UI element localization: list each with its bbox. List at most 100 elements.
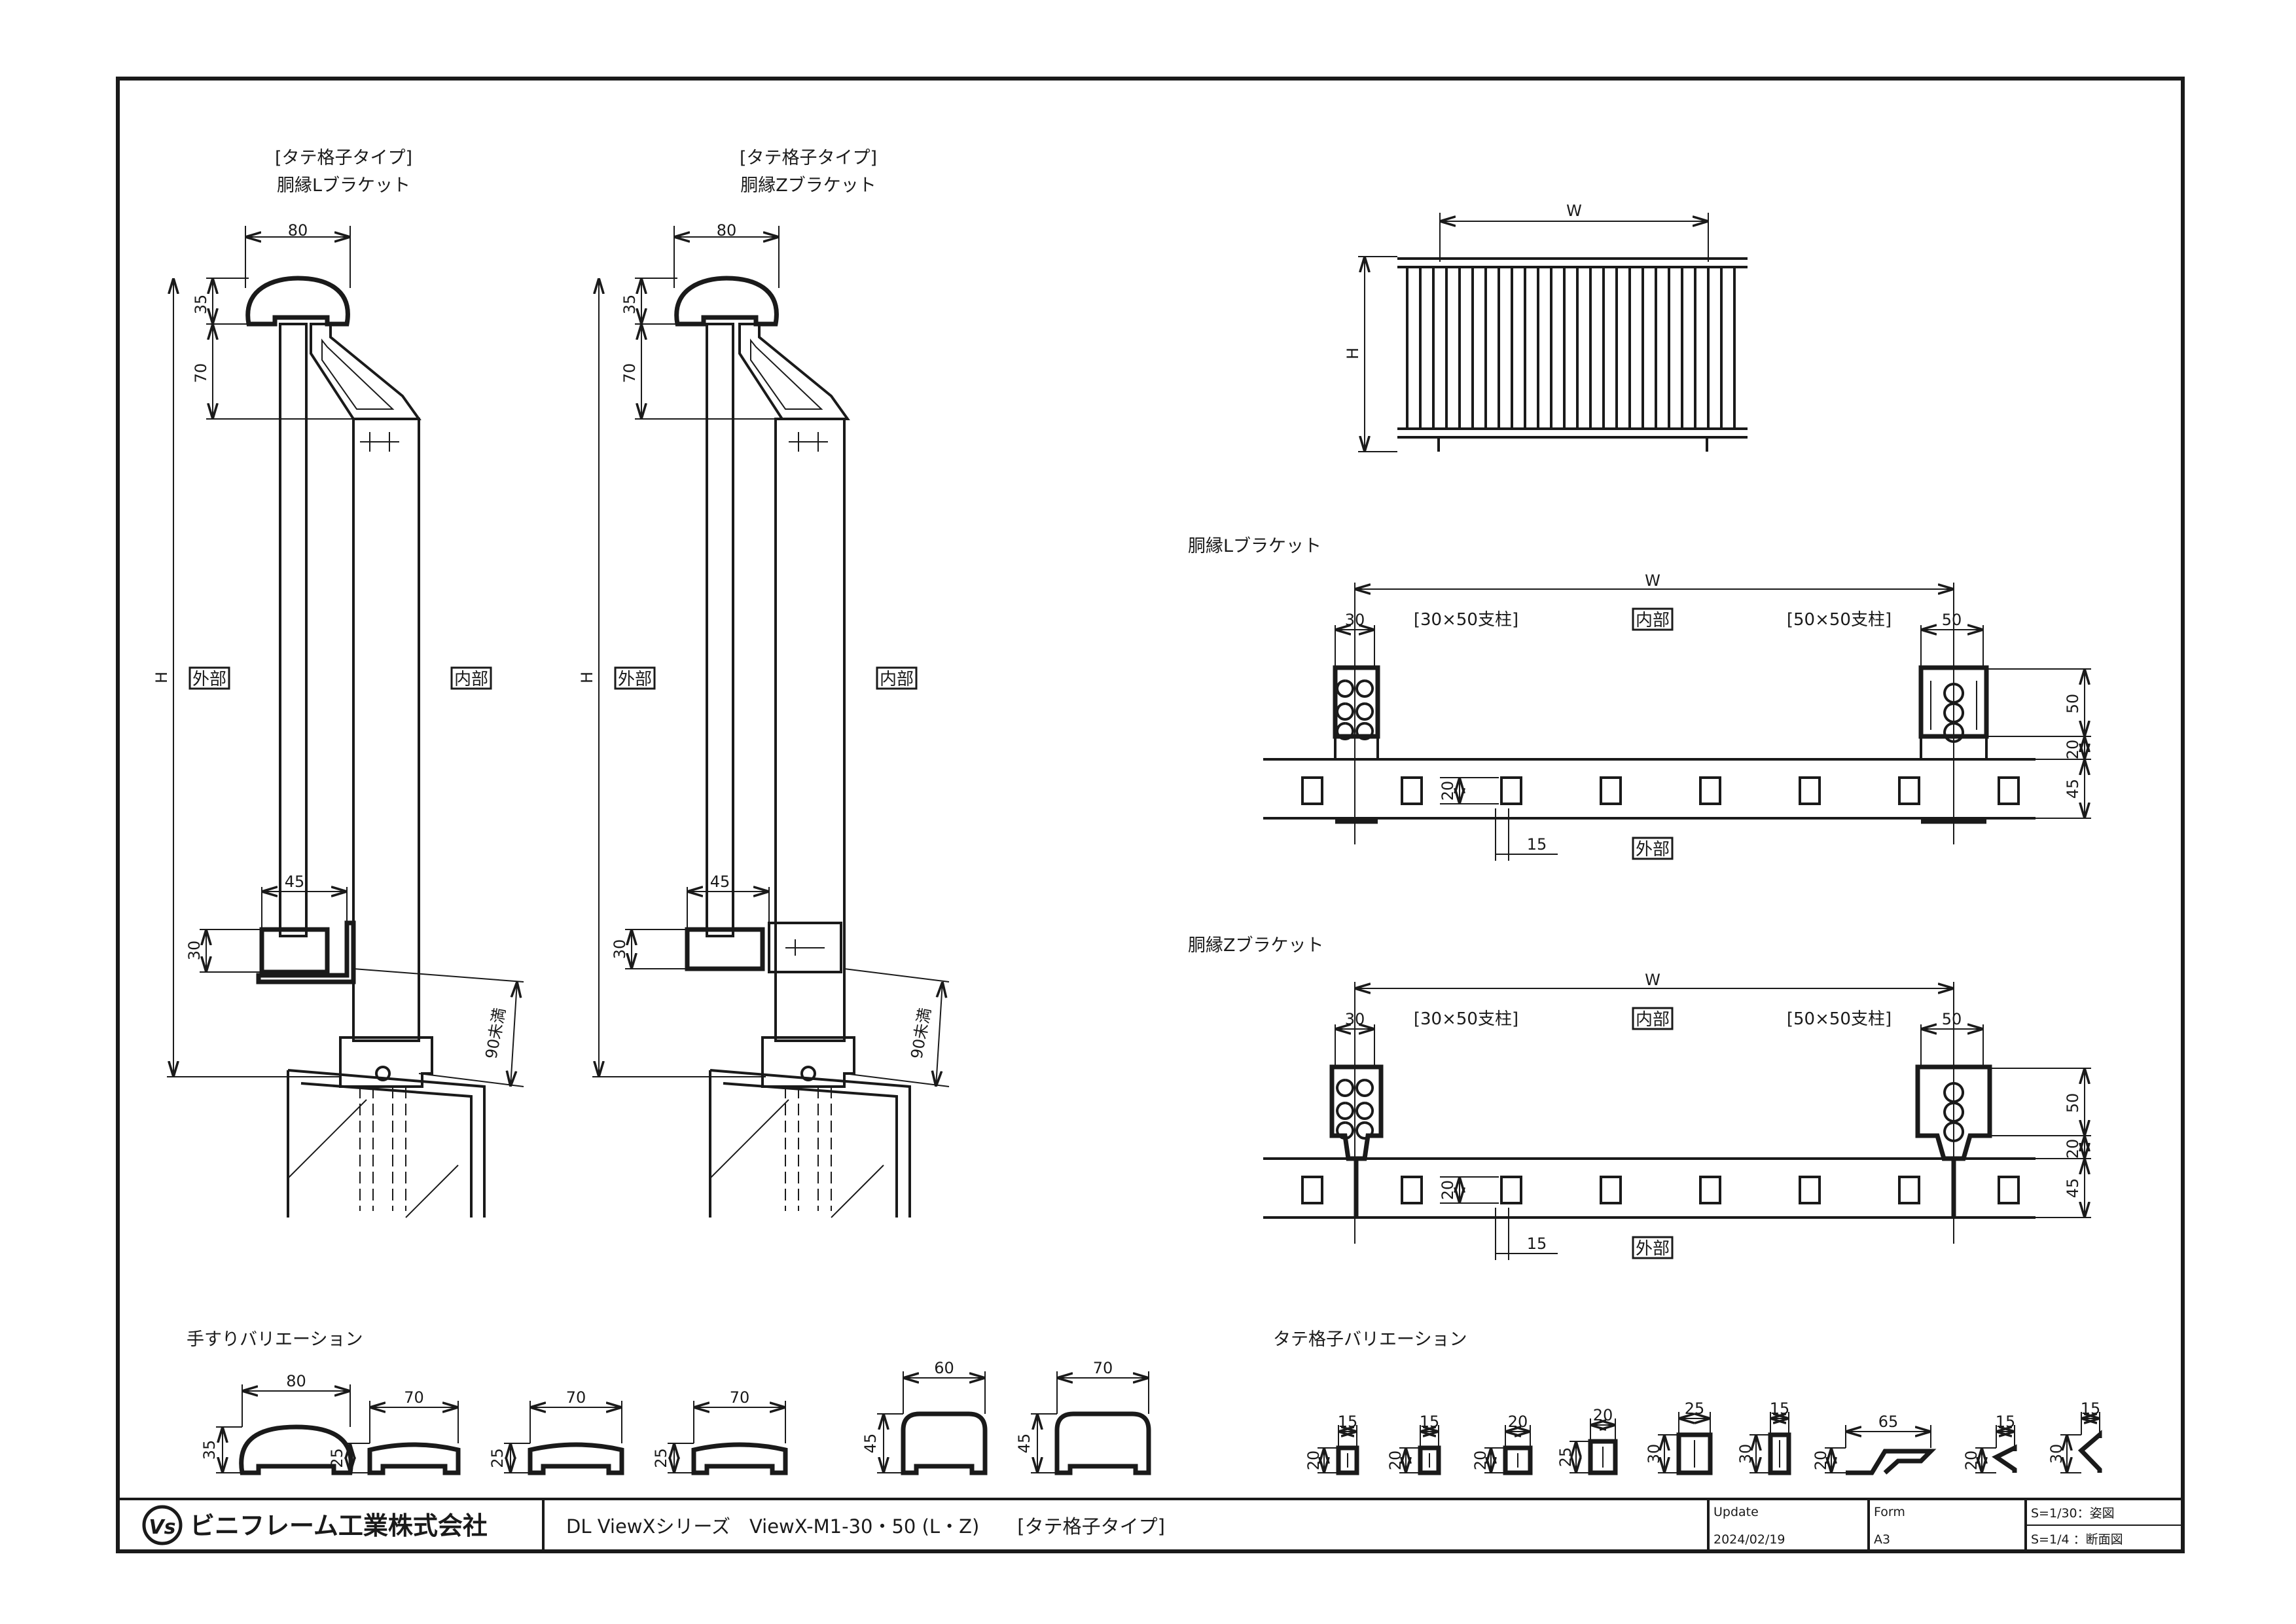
handrail-dim-w: 80 bbox=[286, 1372, 306, 1390]
handrail-variation-title: 手すりバリエーション bbox=[187, 1329, 363, 1350]
svg-text:Vs: Vs bbox=[149, 1516, 175, 1539]
handrail-dim-w: 60 bbox=[934, 1359, 954, 1377]
lattice-dim-w: 15 bbox=[2081, 1399, 2101, 1418]
product-name: DL ViewXシリーズ ViewX-M1-30・50 (L・Z) [タテ格子タ… bbox=[566, 1515, 1165, 1538]
plan-z-bracket: 胴縁Zブラケット W 30 50 [30×50支柱] [50×50支柱] 内部 … bbox=[1188, 935, 2091, 1260]
elev-l-dim-35: 35 bbox=[192, 295, 210, 315]
plan-l-inside: 内部 bbox=[1636, 611, 1670, 630]
lattice-dim-w: 65 bbox=[1878, 1413, 1899, 1431]
handrail-dim-h: 25 bbox=[652, 1448, 670, 1468]
plan-l-dim-20: 20 bbox=[1439, 781, 1457, 801]
company-name: ビニフレーム工業株式会社 bbox=[190, 1511, 488, 1540]
lattice-square bbox=[1600, 1176, 1622, 1204]
elev-l-dim-30: 30 bbox=[185, 941, 204, 961]
handrail-profile: 70 25 bbox=[652, 1388, 788, 1475]
lattice-variation-title: タテ格子バリエーション bbox=[1273, 1329, 1467, 1350]
plan-l-bracket: 胴縁Lブラケット W 30 50 [30×50支柱] [50×50支柱] 内部 bbox=[1188, 536, 2091, 861]
plan-l-dim-w: W bbox=[1645, 571, 1660, 590]
front-lattice-bars bbox=[1406, 267, 1736, 429]
elev-z-dim-35: 35 bbox=[620, 295, 639, 315]
lattice-dim-w: 15 bbox=[1996, 1413, 2016, 1431]
handrail-dim-w: 70 bbox=[404, 1388, 424, 1407]
lattice-dim-w: 15 bbox=[1420, 1413, 1440, 1431]
handrail-dim-w: 70 bbox=[730, 1388, 750, 1407]
lattice-dim-h: 20 bbox=[1386, 1451, 1405, 1471]
plan-l-dim-15: 15 bbox=[1527, 835, 1547, 854]
elev-l-inside: 内部 bbox=[454, 670, 488, 689]
elev-z-outside: 外部 bbox=[618, 670, 652, 689]
lattice-dim-h: 30 bbox=[1645, 1444, 1663, 1464]
elev-l-dim-70: 70 bbox=[192, 363, 210, 384]
lattice-square bbox=[1500, 776, 1522, 805]
elev-z-dim-30: 30 bbox=[611, 939, 629, 960]
elev-l-dim-90: 90未満 bbox=[482, 1007, 509, 1060]
plan-z-outside: 外部 bbox=[1636, 1239, 1670, 1259]
lattice-dim-h: 20 bbox=[1962, 1451, 1981, 1471]
lattice-square bbox=[1998, 776, 2020, 805]
front-dim-w: W bbox=[1566, 202, 1582, 220]
plan-z-dim-30: 30 bbox=[1345, 1010, 1365, 1028]
elevation-z-bracket: [タテ格子タイプ] 胴縁Zブラケット 80 35 70 H 外部 内部 45 bbox=[578, 148, 950, 1218]
handrail-dim-h: 35 bbox=[200, 1440, 219, 1460]
lattice-square bbox=[1799, 1176, 1821, 1204]
lattice-dim-h: 20 bbox=[1471, 1451, 1490, 1471]
elev-z-inside: 内部 bbox=[880, 670, 914, 689]
lattice-square bbox=[1401, 776, 1423, 805]
plan-l-dim-30: 30 bbox=[1345, 611, 1365, 629]
plan-z-dim-45v: 45 bbox=[2064, 1178, 2082, 1199]
plan-z-dim-50v: 50 bbox=[2064, 1093, 2082, 1113]
plan-l-post-right: [50×50支柱] bbox=[1787, 610, 1892, 630]
plan-l-dim-50v: 50 bbox=[2064, 694, 2082, 714]
form-value: A3 bbox=[1874, 1532, 1890, 1547]
elev-z-dim-80: 80 bbox=[717, 221, 737, 240]
lattice-square bbox=[1301, 1176, 1323, 1204]
handrail-dim-h: 45 bbox=[861, 1434, 880, 1454]
lattice-dim-w: 20 bbox=[1593, 1406, 1613, 1424]
elev-l-outside: 外部 bbox=[192, 670, 226, 689]
plan-z-post-right: [50×50支柱] bbox=[1787, 1009, 1892, 1029]
elev-z-dim-45: 45 bbox=[710, 873, 730, 891]
elev-z-title1: [タテ格子タイプ] bbox=[740, 148, 877, 168]
elev-l-title1: [タテ格子タイプ] bbox=[275, 148, 412, 168]
lattice-dim-h: 20 bbox=[1304, 1451, 1323, 1471]
handrail-dim-w: 70 bbox=[566, 1388, 586, 1407]
lattice-dim-h: 25 bbox=[1556, 1447, 1575, 1468]
elev-z-title2: 胴縁Zブラケット bbox=[740, 175, 876, 196]
elev-l-title2: 胴縁Lブラケット bbox=[277, 175, 410, 196]
update-label: Update bbox=[1713, 1505, 1759, 1519]
plan-l-title: 胴縁Lブラケット bbox=[1188, 536, 1321, 556]
plan-z-dim-20v: 20 bbox=[2064, 1139, 2082, 1159]
lattice-square bbox=[1301, 776, 1323, 805]
elev-l-dim-h: H bbox=[152, 672, 171, 683]
elev-z-dim-90: 90未満 bbox=[908, 1007, 935, 1060]
plan-z-title: 胴縁Zブラケット bbox=[1188, 935, 1324, 956]
front-view: W H bbox=[1344, 202, 1748, 452]
sheet-border bbox=[116, 77, 2185, 1553]
handrail-profile: 70 45 bbox=[1015, 1359, 1151, 1475]
plan-z-lattice-squares bbox=[1301, 1176, 2020, 1204]
plan-l-post-left: [30×50支柱] bbox=[1414, 610, 1518, 630]
lattice-dim-w: 20 bbox=[1508, 1413, 1528, 1431]
lattice-dim-w: 15 bbox=[1338, 1413, 1358, 1431]
lattice-square bbox=[1998, 1176, 2020, 1204]
handrail-dim-w: 70 bbox=[1093, 1359, 1113, 1377]
plan-z-dim-w: W bbox=[1645, 971, 1660, 989]
lattice-square bbox=[1600, 776, 1622, 805]
plan-z-inside: 内部 bbox=[1636, 1010, 1670, 1030]
form-label: Form bbox=[1874, 1505, 1905, 1519]
plan-z-dim-50: 50 bbox=[1942, 1010, 1962, 1028]
handrail-dim-h: 45 bbox=[1015, 1434, 1033, 1454]
plan-l-dim-50: 50 bbox=[1942, 611, 1962, 629]
plan-z-post-left: [30×50支柱] bbox=[1414, 1009, 1518, 1029]
